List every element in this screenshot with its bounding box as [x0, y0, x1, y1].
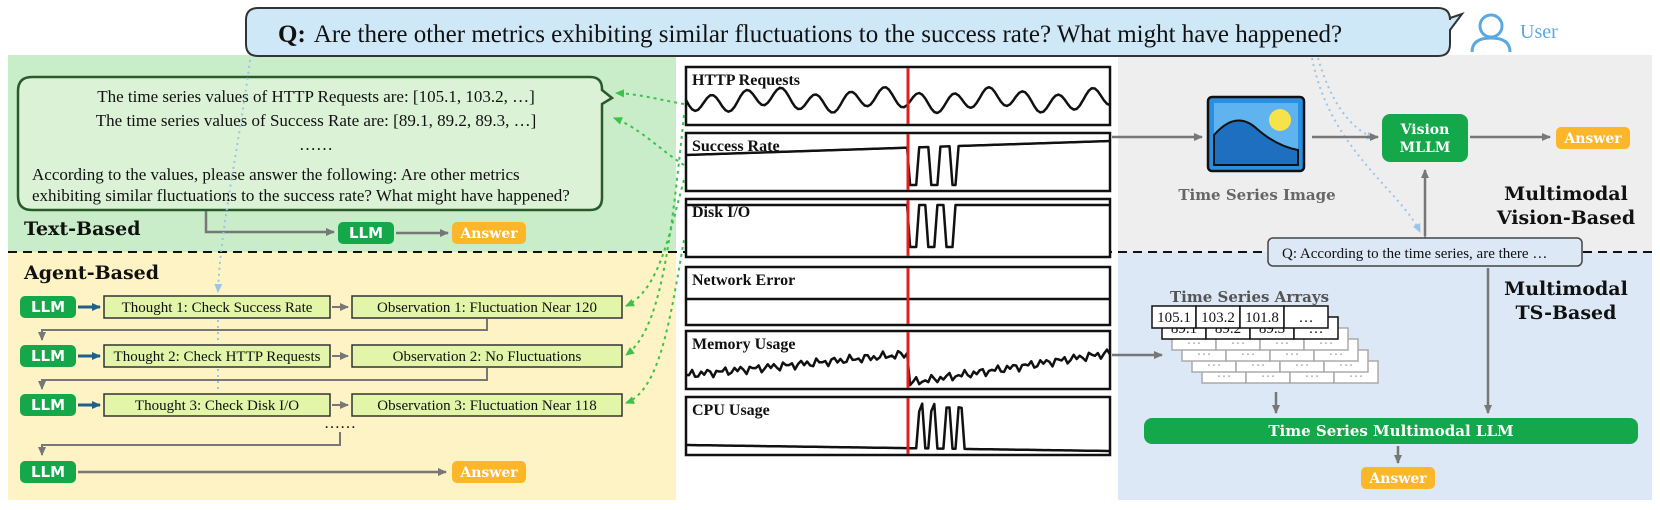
query-text: Q: According to the time series, are the…	[1282, 246, 1547, 262]
ts-section-line2: TS-Based	[1516, 302, 1617, 324]
agent-based-panel	[8, 252, 676, 500]
observation-1-text: Observation 1: Fluctuation Near 120	[377, 300, 597, 316]
query-box	[1267, 237, 1583, 267]
image-caption: Time Series Image	[1178, 186, 1335, 204]
agent-llm-1-label: LLM	[31, 298, 65, 316]
row2-to-row3-connector	[38, 368, 488, 390]
metric-plot-success-rate: Success Rate	[684, 131, 1112, 193]
http-to-obs2-link	[625, 114, 685, 356]
array-row: 105.1 103.2 101.8 …	[1151, 305, 1329, 329]
agent-llm-2-label: LLM	[31, 347, 65, 365]
row1-to-row2-connector	[38, 319, 488, 341]
observation-3	[351, 393, 623, 417]
image-icon	[1206, 95, 1306, 173]
array-cell	[1283, 305, 1329, 329]
metric-name: Disk I/O	[692, 204, 750, 221]
array-cell-value: 105.1	[1157, 310, 1191, 326]
metric-line	[686, 203, 1110, 249]
thought-1	[103, 295, 331, 319]
prompt-line-1: The time series values of HTTP Requests …	[97, 87, 535, 106]
prompt-line-5: exhibiting similar fluctuations to the s…	[32, 186, 570, 205]
thought-3-text: Thought 3: Check Disk I/O	[135, 398, 299, 414]
metric-line	[686, 402, 1110, 453]
text-llm-label: LLM	[349, 224, 383, 242]
agent-llm-final[interactable]	[20, 461, 76, 483]
user-label: User	[1520, 21, 1558, 43]
ts-section-line1: Multimodal	[1504, 278, 1628, 300]
text-llm-box[interactable]	[338, 222, 394, 244]
text-based-label: Text-Based	[24, 218, 140, 240]
agent-llm-final-label: LLM	[31, 463, 65, 481]
text-answer-box[interactable]	[452, 222, 526, 244]
observation-3-text: Observation 3: Fluctuation Near 118	[377, 398, 596, 414]
vision-mllm-box[interactable]	[1382, 114, 1468, 162]
metric-frame	[684, 265, 1112, 327]
text-answer-label: Answer	[459, 226, 518, 242]
user-icon	[1470, 13, 1512, 53]
ts-llm-box[interactable]	[1144, 418, 1638, 444]
agent-llm-2[interactable]	[20, 345, 76, 367]
metric-frame	[684, 197, 1112, 259]
question-text: Q:Are there other metrics exhibiting sim…	[278, 21, 1342, 48]
prompt-box	[16, 75, 615, 212]
ts-answer-label: Answer	[1368, 471, 1427, 487]
array-cell-value: 103.2	[1201, 310, 1235, 326]
metric-plot-memory-usage: Memory Usage	[684, 329, 1112, 391]
metric-name: Success Rate	[692, 138, 780, 155]
disk-to-obs3-link	[625, 239, 685, 404]
prompt-line-4: According to the values, please answer t…	[32, 165, 520, 184]
metric-plot-disk-i-o: Disk I/O	[684, 197, 1112, 259]
prompt-line-3: ……	[299, 135, 333, 154]
metric-plot-network-error: Network Error	[684, 265, 1112, 327]
agent-ellipsis: ……	[324, 415, 356, 432]
metric-name: CPU Usage	[692, 402, 770, 419]
ts-answer-box[interactable]	[1361, 467, 1435, 489]
arrays-title: Time Series Arrays	[1170, 288, 1329, 306]
prompt-line-2: The time series values of Success Rate a…	[96, 111, 536, 130]
vision-section-line1: Multimodal	[1504, 183, 1628, 205]
metric-name: HTTP Requests	[692, 72, 800, 89]
success-to-obs1-link	[625, 179, 685, 307]
agent-based-label: Agent-Based	[23, 262, 159, 284]
vision-section-line2: Vision-Based	[1496, 207, 1635, 229]
array-cell-value: …	[1299, 310, 1314, 326]
agent-llm-3-label: LLM	[31, 396, 65, 414]
metric-name: Memory Usage	[692, 336, 796, 353]
vision-mllm-line1: Vision	[1400, 122, 1450, 138]
metric-line	[684, 85, 1111, 115]
metric-plot-cpu-usage: CPU Usage	[684, 395, 1112, 457]
metric-frame	[684, 65, 1112, 127]
thought-2	[103, 344, 331, 368]
vision-mllm-line2: MLLM	[1400, 140, 1451, 156]
agent-llm-3[interactable]	[20, 394, 76, 416]
vision-answer-label: Answer	[1563, 131, 1622, 147]
prompt-to-llm-arrow	[204, 211, 335, 236]
agent-answer-label: Answer	[459, 465, 518, 481]
row3-to-final-connector	[38, 432, 341, 456]
observation-1	[351, 295, 623, 319]
metric-name: Network Error	[692, 272, 795, 289]
metric-line	[685, 139, 1111, 187]
agent-answer-box[interactable]	[452, 461, 526, 483]
thought-2-text: Thought 2: Check HTTP Requests	[114, 349, 321, 365]
vision-answer-box[interactable]	[1556, 127, 1630, 149]
agent-llm-1[interactable]	[20, 296, 76, 318]
ts-llm-label: Time Series Multimodal LLM	[1268, 422, 1513, 440]
success-to-prompt-link	[613, 117, 685, 166]
thought-1-text: Thought 1: Check Success Rate	[122, 300, 313, 316]
observation-2	[351, 344, 623, 368]
thought-3	[103, 393, 331, 417]
array-cell-value: 101.8	[1245, 310, 1279, 326]
metric-line	[685, 348, 1112, 387]
question-bubble	[245, 7, 1465, 57]
question-to-vision-flow	[1317, 57, 1376, 140]
question-to-text-flow	[214, 59, 251, 293]
metric-plot-http-requests: HTTP Requests	[684, 65, 1112, 127]
observation-2-text: Observation 2: No Fluctuations	[393, 349, 582, 365]
